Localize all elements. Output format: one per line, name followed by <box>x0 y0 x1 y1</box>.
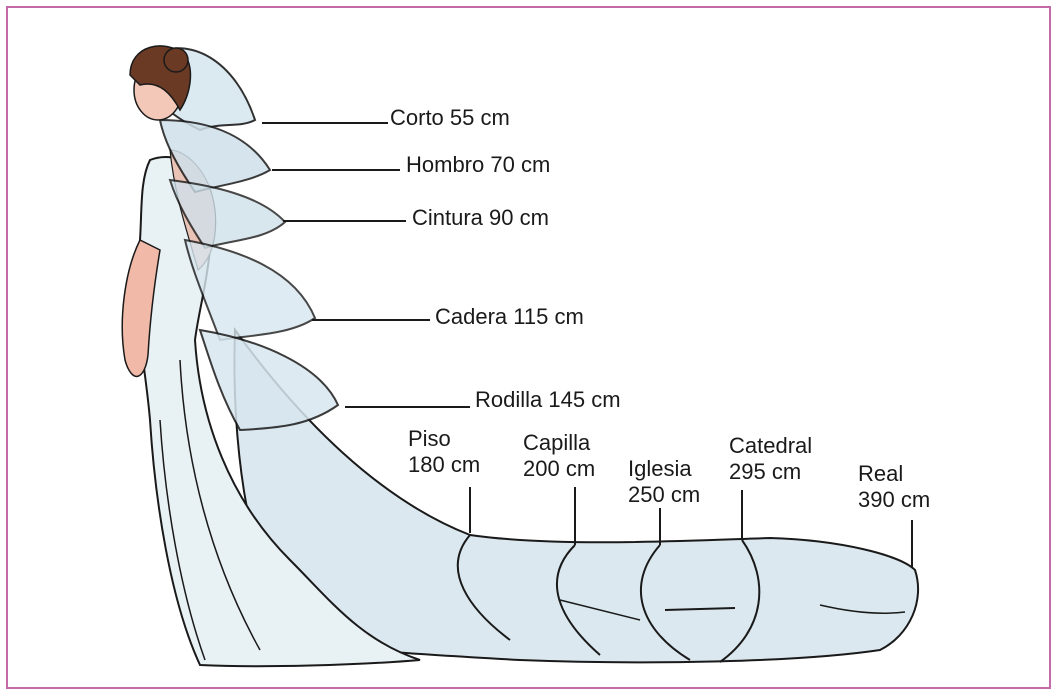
label-real: Real 390 cm <box>858 461 930 513</box>
label-piso-value: 180 cm <box>408 452 480 478</box>
label-catedral-name: Catedral <box>729 433 812 459</box>
hair-bun <box>164 48 188 72</box>
label-iglesia-name: Iglesia <box>628 456 700 482</box>
label-capilla-value: 200 cm <box>523 456 595 482</box>
label-catedral: Catedral 295 cm <box>729 433 812 485</box>
label-rodilla: Rodilla 145 cm <box>475 387 621 413</box>
label-cintura: Cintura 90 cm <box>412 205 549 231</box>
label-cadera: Cadera 115 cm <box>435 304 584 330</box>
label-real-value: 390 cm <box>858 487 930 513</box>
label-corto: Corto 55 cm <box>390 105 510 131</box>
label-real-name: Real <box>858 461 930 487</box>
label-iglesia: Iglesia 250 cm <box>628 456 700 508</box>
label-capilla-name: Capilla <box>523 430 595 456</box>
label-iglesia-value: 250 cm <box>628 482 700 508</box>
label-hombro: Hombro 70 cm <box>406 152 550 178</box>
label-catedral-value: 295 cm <box>729 459 812 485</box>
veil-tier-5 <box>200 330 338 430</box>
veil-tier-4 <box>185 240 315 340</box>
label-piso: Piso 180 cm <box>408 426 480 478</box>
label-piso-name: Piso <box>408 426 480 452</box>
label-capilla: Capilla 200 cm <box>523 430 595 482</box>
